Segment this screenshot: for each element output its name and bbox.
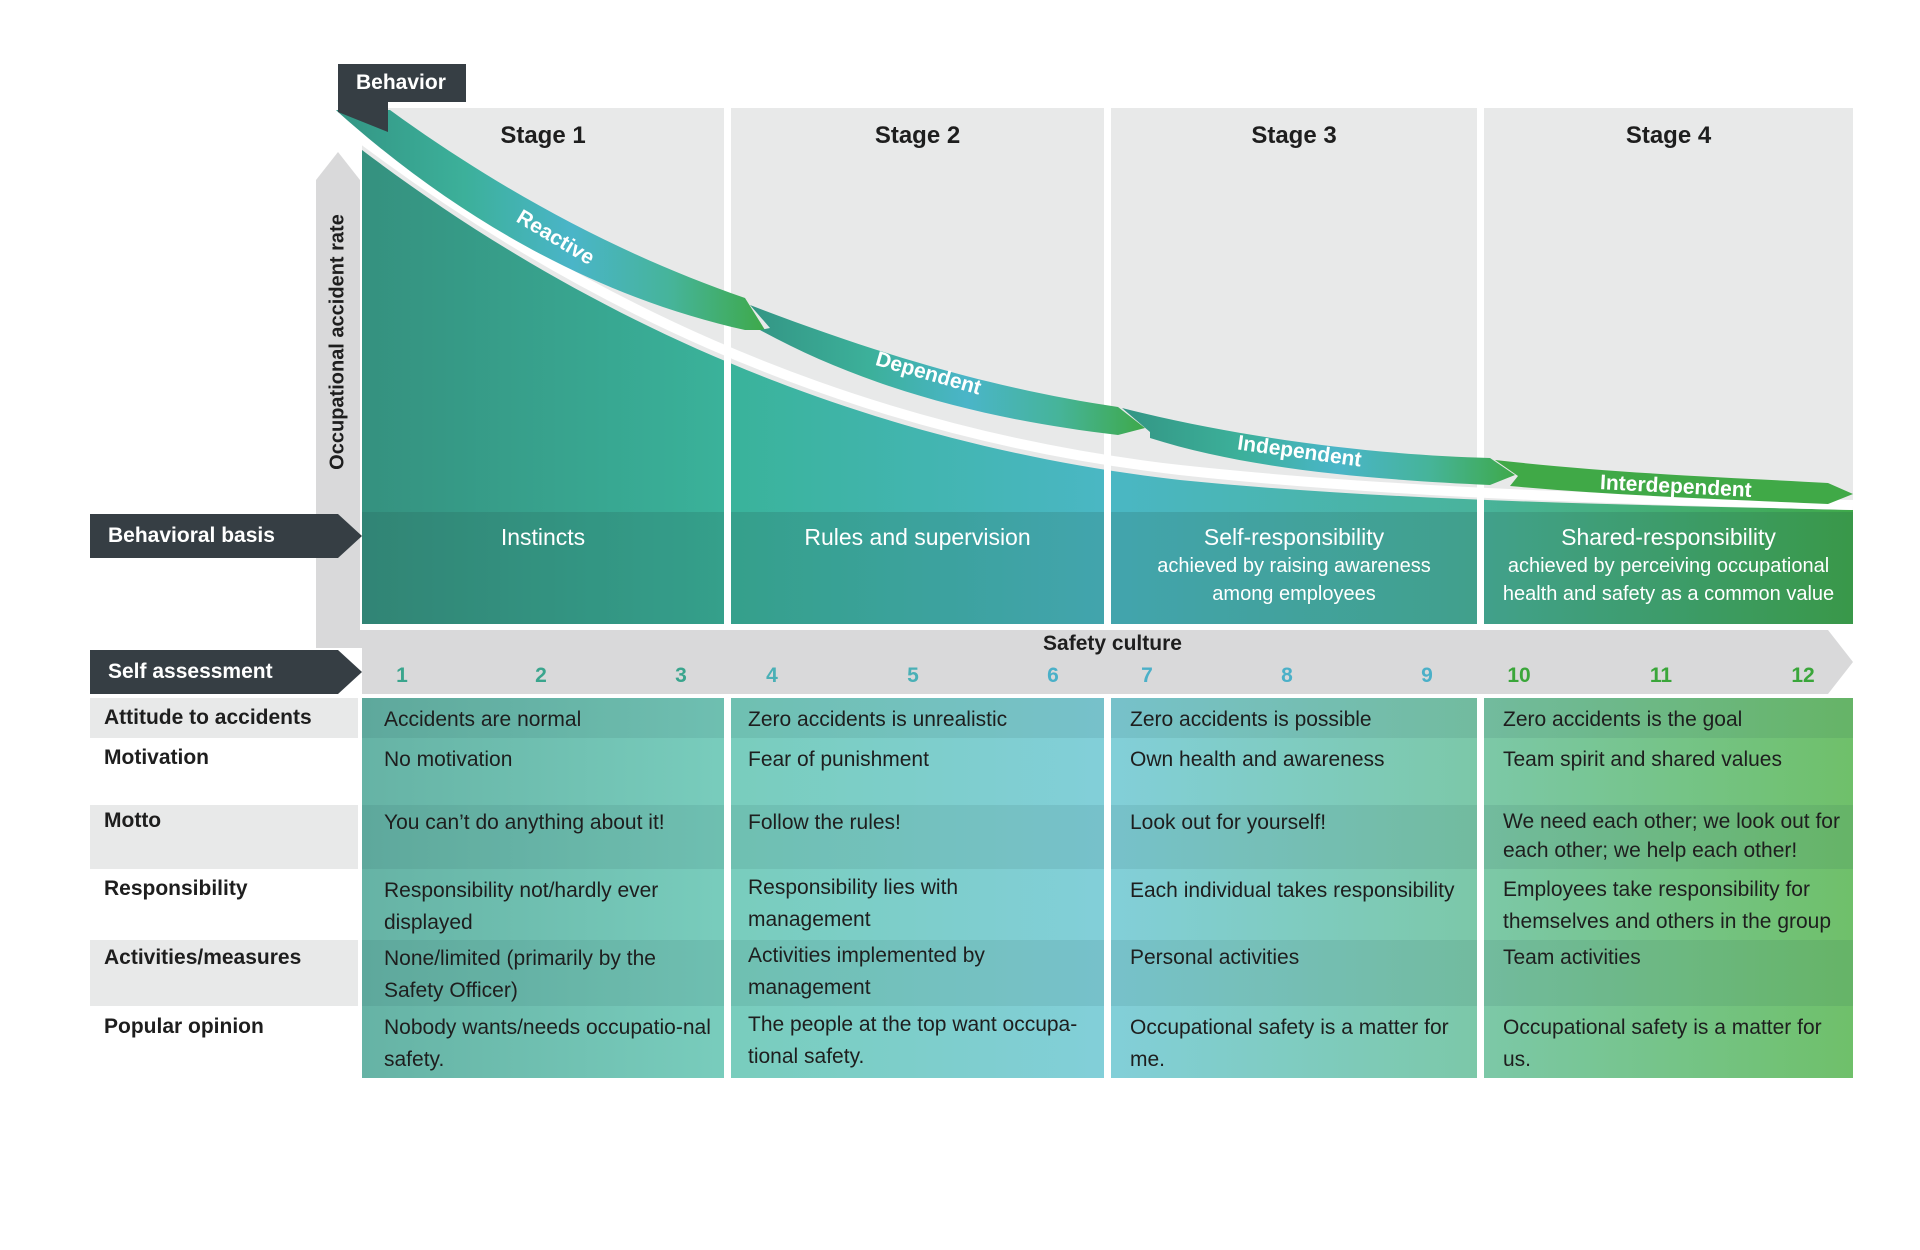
table-cell: Zero accidents is possible [1130, 708, 1372, 731]
behavioral-basis-tag: Behavioral basis [90, 514, 338, 558]
table-cell: The people at the top want occupa-tional… [748, 1013, 1078, 1068]
scale-number: 11 [1649, 664, 1673, 687]
stage-title-1: Stage 1 [500, 122, 586, 149]
arrow-independent [1122, 408, 1515, 485]
stage-title-3: Stage 3 [1251, 122, 1337, 149]
table-divider [1477, 698, 1484, 1078]
table-cell: Own health and awareness [1130, 748, 1385, 771]
basis-subtitle: achieved by perceiving occupational heal… [1502, 555, 1835, 605]
table-divider [1104, 698, 1111, 1078]
table-cell: No motivation [384, 748, 513, 771]
table-cell: Occupational safety is a matter for us. [1503, 1016, 1822, 1071]
row-band-grey [90, 698, 358, 738]
behavior-tag-label: Behavior [356, 71, 446, 94]
basis-title: Self-responsibility [1203, 524, 1385, 550]
row-label-responsibility: Responsibility [104, 877, 248, 900]
stage-divider [724, 108, 731, 624]
table-cell: Zero accidents is the goal [1503, 708, 1743, 731]
x-axis-label: Safety culture [1043, 632, 1182, 655]
row-label-motivation: Motivation [104, 746, 209, 769]
stage-title-4: Stage 4 [1625, 122, 1712, 149]
scale-number: 1 [396, 664, 408, 687]
scale-number: 6 [1047, 664, 1059, 687]
table-cell: Team spirit and shared values [1503, 748, 1782, 771]
row-label-attitude: Attitude to accidents [104, 706, 312, 729]
table-cell: Zero accidents is unrealistic [748, 708, 1008, 731]
basis-stage-2: Rules and supervision [731, 522, 1104, 552]
basis-stage-4: Shared-responsibility achieved by percei… [1484, 522, 1853, 608]
basis-subtitle: achieved by raising awareness among empl… [1157, 555, 1431, 605]
table-cell: Personal activities [1130, 946, 1300, 969]
basis-title: Shared-responsibility [1561, 524, 1776, 550]
table-cell: Fear of punishment [748, 748, 929, 771]
table-cell: None/limited (primarily by the Safety Of… [384, 947, 656, 1002]
scale-number: 10 [1507, 664, 1531, 687]
scale-number: 9 [1421, 664, 1433, 687]
table-cell: Occupational safety is a matter for me. [1130, 1016, 1449, 1071]
table-cell: Nobody wants/needs occupatio-nal safety. [384, 1016, 711, 1071]
table-cell: Accidents are normal [384, 708, 582, 731]
table-cell: Each individual takes responsibility [1130, 879, 1455, 902]
arrow-interdependent [1495, 460, 1853, 504]
table-cell: We need each other; we look out for each… [1503, 810, 1840, 862]
scale-number: 2 [535, 664, 547, 687]
row-band-grey [90, 805, 358, 869]
curve-outline [346, 126, 1854, 510]
stage-divider [1477, 108, 1484, 624]
table-cell: Employees take responsibility for themse… [1503, 878, 1832, 933]
table-cell: Team activities [1503, 946, 1641, 969]
basis-title: Instincts [500, 524, 586, 550]
table-cell: Follow the rules! [748, 811, 901, 834]
scale-number: 3 [675, 664, 687, 687]
arrow-dependent [750, 305, 1145, 435]
self-assessment-tag-label: Self assessment [108, 660, 273, 683]
row-label-motto: Motto [104, 809, 162, 832]
table-cell: Activities implemented by management [748, 944, 985, 999]
table-cell: Look out for yourself! [1130, 811, 1327, 834]
stage-title-2: Stage 2 [874, 122, 961, 149]
basis-stage-1: Instincts [362, 522, 724, 552]
arrow-reactive [336, 110, 765, 330]
behavior-tag-shape [338, 64, 466, 132]
scale-number: 8 [1281, 664, 1293, 687]
scale-number: 5 [907, 664, 919, 687]
row-label-activities: Activities/measures [104, 946, 302, 969]
scale-number: 4 [766, 664, 778, 687]
row-band-grey [90, 940, 358, 1006]
self-assessment-tag: Self assessment [90, 650, 338, 694]
y-axis-label-text: Occupational accident rate [326, 214, 349, 470]
table-divider [724, 698, 731, 1078]
basis-title: Rules and supervision [804, 524, 1031, 550]
stage-divider [1104, 108, 1111, 624]
behavior-tag: Behavior [338, 64, 466, 102]
basis-stage-3: Self-responsibility achieved by raising … [1125, 522, 1463, 608]
behavioral-basis-tag-label: Behavioral basis [108, 524, 275, 547]
row-label-popular-opinion: Popular opinion [104, 1015, 264, 1038]
x-axis-arrow [316, 630, 1853, 694]
table-cell: Responsibility lies with management [748, 876, 959, 931]
table-cell: Responsibility not/hardly ever displayed [384, 879, 659, 934]
scale-number: 7 [1141, 664, 1153, 687]
table-cell: You can’t do anything about it! [384, 811, 665, 834]
self-assessment-tag-shape [90, 650, 362, 694]
scale-number: 12 [1791, 664, 1815, 687]
behavioral-basis-tag-shape [90, 514, 362, 558]
